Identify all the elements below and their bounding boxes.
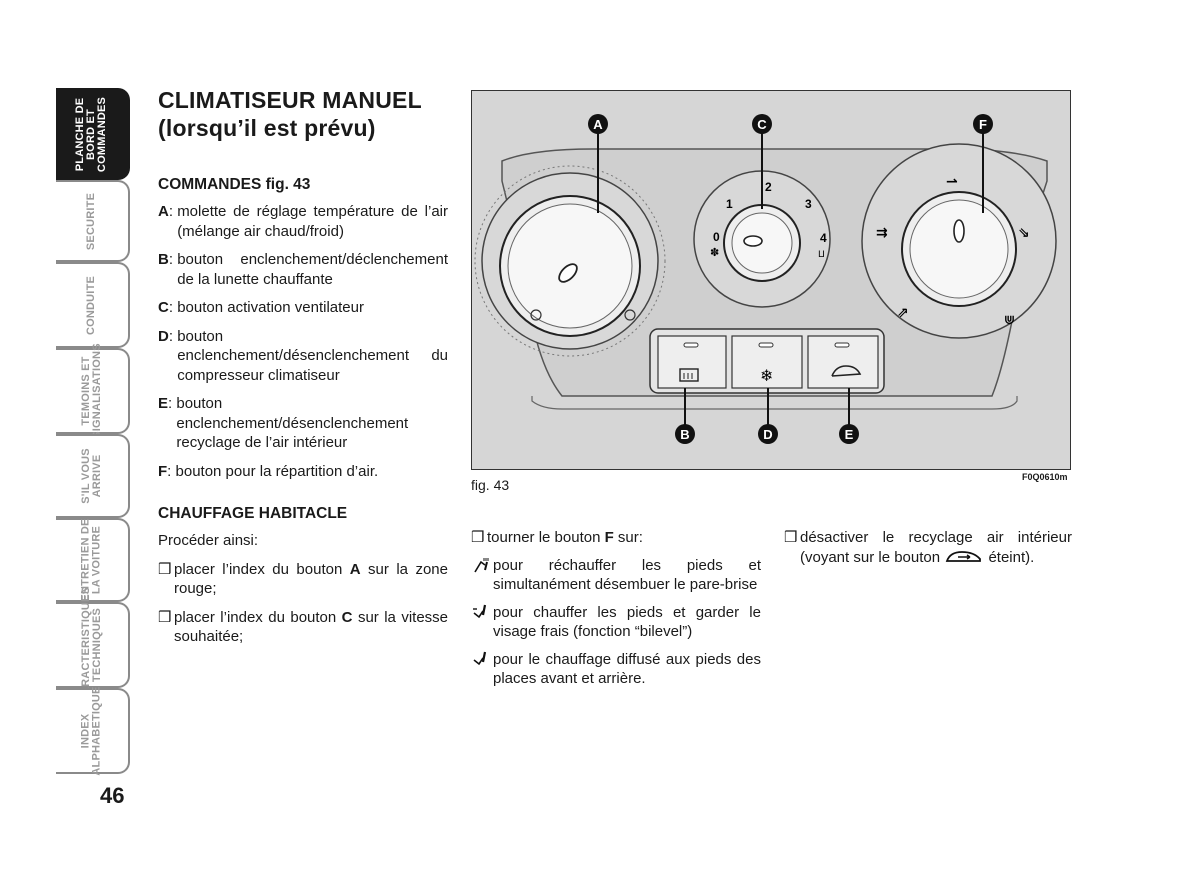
command-item-b: B: bouton enclenchement/déclenchement de… (158, 251, 448, 288)
fan-speed-1: 1 (726, 197, 733, 211)
recirculation-icon (831, 365, 862, 377)
tab-s-il-vous-arrive[interactable]: S'IL VOUS ARRIVE (56, 434, 130, 518)
heating-step-1: ❒ placer l’index du bouton A sur la zone… (158, 560, 448, 598)
middle-column: ❒ tourner le bouton F sur: pour réchauff… (471, 528, 761, 689)
fan-icon: ✽ (710, 246, 719, 259)
option-feet-defrost: pour réchauffer les pieds et simultanéme… (471, 556, 761, 595)
step-deactivate-recirculation: ❒ désactiver le recyclage air intérieur … (784, 529, 1072, 566)
label-e: E (845, 427, 854, 442)
command-item-c: C: bouton activation ventilateur (158, 299, 364, 316)
label-d: D (763, 427, 772, 442)
command-item-f: F: bouton pour la répartition d’air. (158, 462, 379, 480)
tab-conduite[interactable]: CONDUITE (56, 262, 130, 348)
step-turn-knob-f: ❒ tourner le bouton F sur: (471, 529, 643, 546)
left-column: CLIMATISEUR MANUEL (lorsqu’il est prévu)… (158, 86, 448, 647)
commands-heading: COMMANDES fig. 43 (158, 176, 311, 193)
heating-step-2: ❒ placer l’index du bouton C sur la vite… (158, 608, 448, 646)
button-bar: ❄ (649, 328, 885, 394)
commands-list: A: molette de réglage température de l’a… (158, 202, 448, 481)
windscreen-defrost-icon: ⋓ (1004, 313, 1015, 328)
figure-caption: fig. 43 (471, 477, 510, 493)
compressor-snowflake-icon: ❄ (760, 366, 773, 385)
defrost-mini-icon: ⵡ (818, 250, 825, 260)
right-column: ❒ désactiver le recyclage air intérieur … (784, 528, 1072, 567)
heating-heading: CHAUFFAGE HABITACLE (158, 505, 348, 522)
feet-icon (473, 651, 487, 665)
tab-index[interactable]: INDEX ALPHABETIQUE (56, 686, 130, 776)
label-f: F (979, 117, 987, 132)
page-number: 46 (100, 783, 125, 808)
bilevel-vent-icon: ⇉ (876, 225, 888, 241)
figure-code: F0Q0610m (1022, 472, 1068, 482)
option-bilevel: pour chauffer les pieds et garder le vis… (471, 603, 761, 642)
climate-panel-illustration: 0 1 2 3 4 ✽ ⵡ ⇀ ⇉ ⇘ ⇗ ⋓ (474, 114, 1057, 444)
option-feet: pour le chauffage diffusé aux pieds des … (471, 650, 761, 689)
tab-entretien[interactable]: ENTRETIEN DE LA VOITURE (56, 518, 130, 602)
fan-speed-4: 4 (820, 231, 827, 245)
callout-labels: A C F B D E (588, 114, 993, 444)
feet-defrost-vent-icon: ⇘ (1018, 225, 1030, 241)
command-item-a: A: molette de réglage température de l’a… (158, 203, 448, 240)
bilevel-icon (473, 604, 487, 618)
command-item-d: D: bouton enclenchement/désenclenchement… (158, 327, 448, 384)
page-title: CLIMATISEUR MANUEL (lorsqu’il est prévu) (158, 87, 422, 141)
feet-defrost-icon (474, 557, 489, 572)
fan-speed-0: 0 (713, 230, 720, 244)
fan-speed-3: 3 (805, 197, 812, 211)
recirculation-button-icon (946, 550, 982, 562)
fan-speed-2: 2 (765, 180, 772, 194)
knob-f-air-distribution: ⇀ ⇉ ⇘ ⇗ ⋓ (861, 143, 1057, 339)
heating-intro: Procéder ainsi: (158, 532, 259, 549)
tab-temoins[interactable]: TEMOINS ET SIGNALISATIONS (56, 343, 130, 439)
rear-defrost-icon (679, 368, 699, 382)
knob-a-temperature (474, 165, 666, 357)
label-b: B (680, 427, 689, 442)
leader-lines (597, 129, 984, 431)
tab-planche-de-bord[interactable]: PLANCHE DE BORD ET COMMANDES (56, 88, 130, 180)
figure-43-climate-panel: 0 1 2 3 4 ✽ ⵡ ⇀ ⇉ ⇘ ⇗ ⋓ (471, 90, 1071, 470)
tab-caracteristiques[interactable]: CARACTERISTIQUES TECHNIQUES (56, 587, 130, 703)
tab-securite[interactable]: SECURITE (56, 180, 130, 262)
knob-c-fan-speed: 0 1 2 3 4 ✽ ⵡ (693, 170, 831, 308)
command-item-e: E: bouton enclenchement/désenclenchement… (158, 395, 409, 451)
feet-vent-icon: ⇗ (897, 305, 909, 321)
label-c: C (757, 117, 767, 132)
face-vent-icon: ⇀ (946, 174, 958, 190)
label-a: A (593, 117, 603, 132)
